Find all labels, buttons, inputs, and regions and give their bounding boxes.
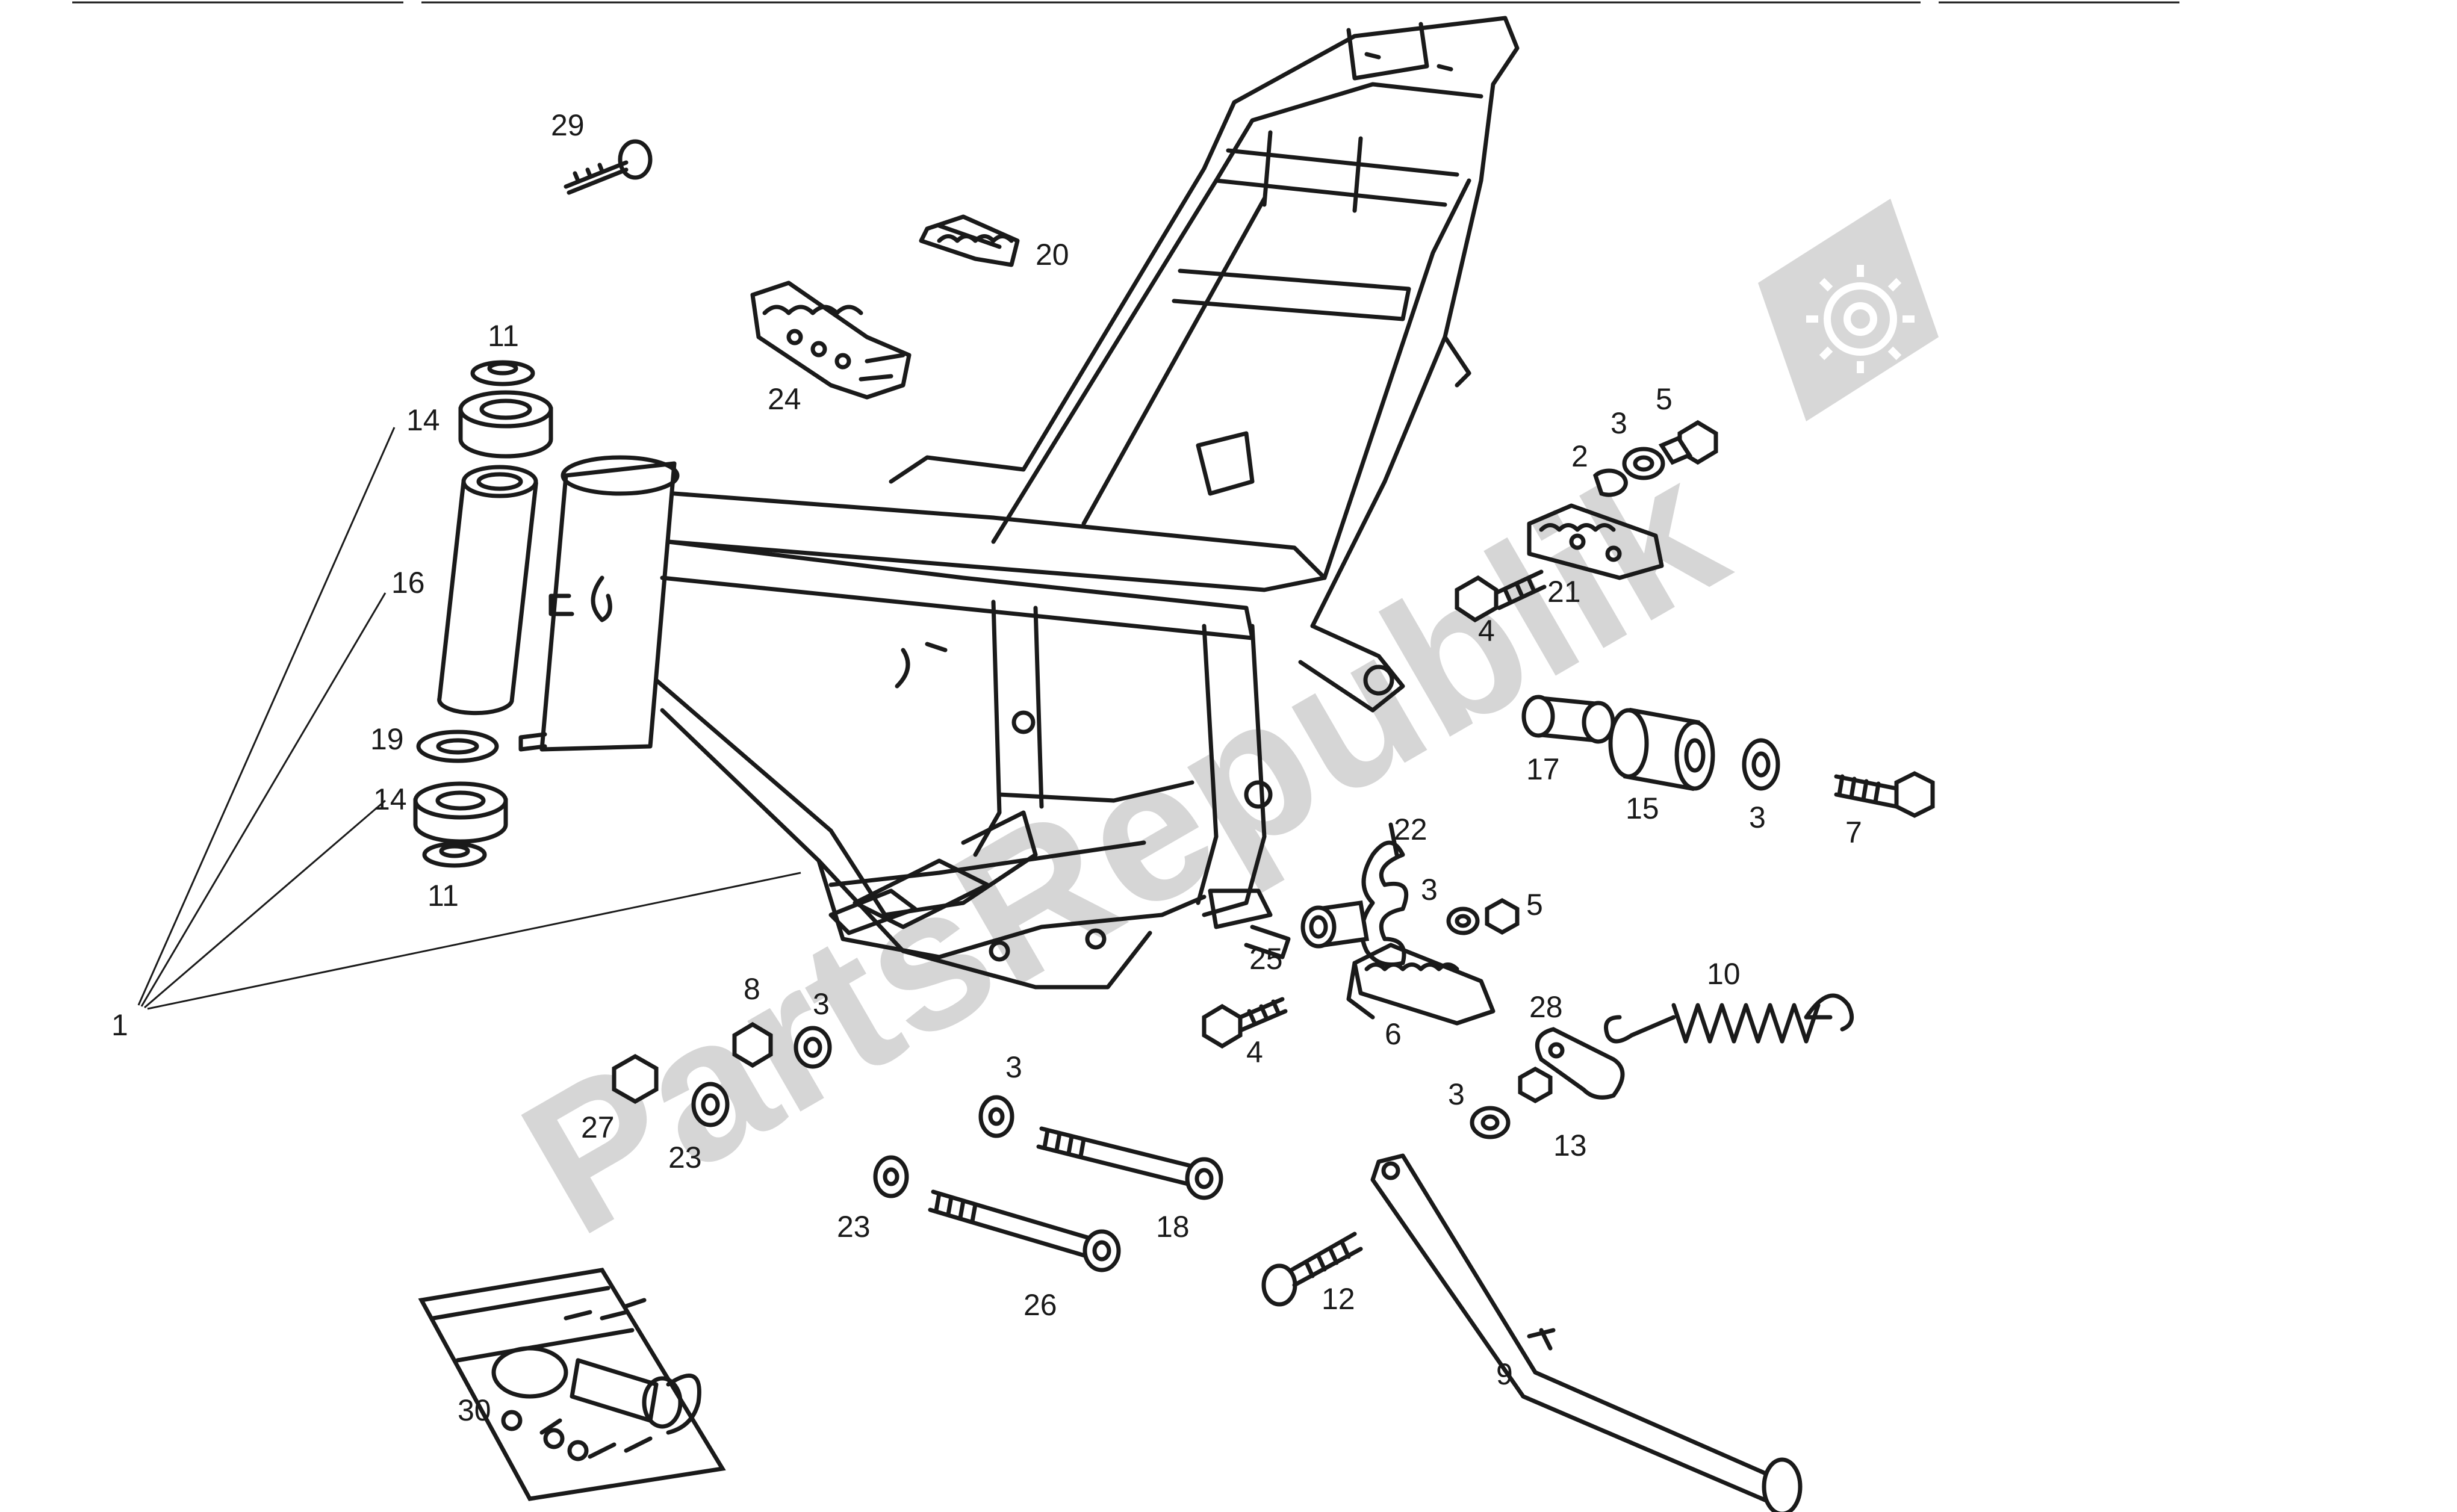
stand-bracket-group bbox=[1470, 1027, 1625, 1139]
callout-11-bottom: 11 bbox=[427, 879, 459, 912]
callout-3-stand: 3 bbox=[1448, 1077, 1465, 1111]
callout-24: 24 bbox=[768, 382, 801, 416]
callout-4-bottom: 4 bbox=[1246, 1035, 1263, 1069]
callout-3-center: 3 bbox=[1421, 873, 1438, 906]
callout-6: 6 bbox=[1385, 1017, 1402, 1051]
engine-mount-hardware bbox=[612, 1021, 832, 1127]
callout-7: 7 bbox=[1845, 816, 1862, 849]
callout-3-mount: 3 bbox=[813, 987, 830, 1021]
steering-bearing-stack bbox=[413, 360, 553, 868]
callout-23-lower: 23 bbox=[837, 1210, 871, 1244]
callout-18: 18 bbox=[1156, 1210, 1190, 1244]
side-stand-part bbox=[1370, 1153, 1803, 1512]
callout-15: 15 bbox=[1626, 792, 1659, 825]
callout-3-bushing: 3 bbox=[1749, 801, 1766, 834]
callout-2: 2 bbox=[1571, 439, 1588, 473]
callout-12: 12 bbox=[1322, 1282, 1355, 1316]
callout-14-top: 14 bbox=[406, 403, 440, 437]
callout-29: 29 bbox=[551, 108, 585, 142]
callout-8: 8 bbox=[744, 972, 760, 1006]
callout-3-upper-bolt: 3 bbox=[1005, 1050, 1022, 1084]
callout-23-mount: 23 bbox=[668, 1141, 702, 1174]
callout-5-center: 5 bbox=[1526, 888, 1543, 922]
callout-17: 17 bbox=[1526, 752, 1560, 786]
callout-9: 9 bbox=[1496, 1357, 1513, 1391]
watermark-logo bbox=[1758, 199, 1939, 421]
leader-lines-item-1 bbox=[137, 427, 801, 1010]
callout-3-top: 3 bbox=[1611, 406, 1627, 440]
frame-part bbox=[518, 16, 1520, 990]
callout-5-top: 5 bbox=[1656, 382, 1673, 416]
callout-10: 10 bbox=[1707, 957, 1741, 991]
callout-14-bottom: 14 bbox=[373, 782, 407, 816]
right-footpeg-assembly bbox=[1455, 420, 1718, 623]
long-bolt-upper bbox=[978, 1095, 1223, 1200]
callout-30: 30 bbox=[458, 1393, 491, 1427]
callout-4-top: 4 bbox=[1478, 614, 1495, 648]
callout-22: 22 bbox=[1394, 813, 1427, 846]
callout-labels: 29 20 24 11 14 16 19 14 11 1 5 3 2 21 4 … bbox=[111, 108, 1862, 1427]
lock-kit-bag bbox=[418, 1268, 726, 1501]
callout-1: 1 bbox=[111, 1008, 128, 1042]
callout-21: 21 bbox=[1547, 575, 1581, 609]
callout-25: 25 bbox=[1249, 942, 1283, 976]
footpeg-large-part bbox=[750, 280, 912, 400]
callout-20: 20 bbox=[1036, 238, 1069, 271]
footpeg-small-part bbox=[919, 214, 1020, 267]
stand-bolt-part bbox=[1261, 1232, 1363, 1307]
swingarm-bushing-group bbox=[1521, 695, 1935, 818]
callout-16: 16 bbox=[391, 566, 425, 600]
callout-28: 28 bbox=[1529, 990, 1563, 1024]
callout-13: 13 bbox=[1553, 1129, 1587, 1162]
callout-19: 19 bbox=[370, 722, 404, 756]
callout-26: 26 bbox=[1023, 1288, 1057, 1322]
long-bolt-lower bbox=[873, 1155, 1121, 1272]
key-part bbox=[564, 139, 653, 195]
stand-spring-part bbox=[1604, 993, 1854, 1044]
callout-11-top: 11 bbox=[488, 319, 519, 353]
callout-27: 27 bbox=[581, 1111, 615, 1144]
center-footpeg-assembly bbox=[1202, 822, 1520, 1049]
